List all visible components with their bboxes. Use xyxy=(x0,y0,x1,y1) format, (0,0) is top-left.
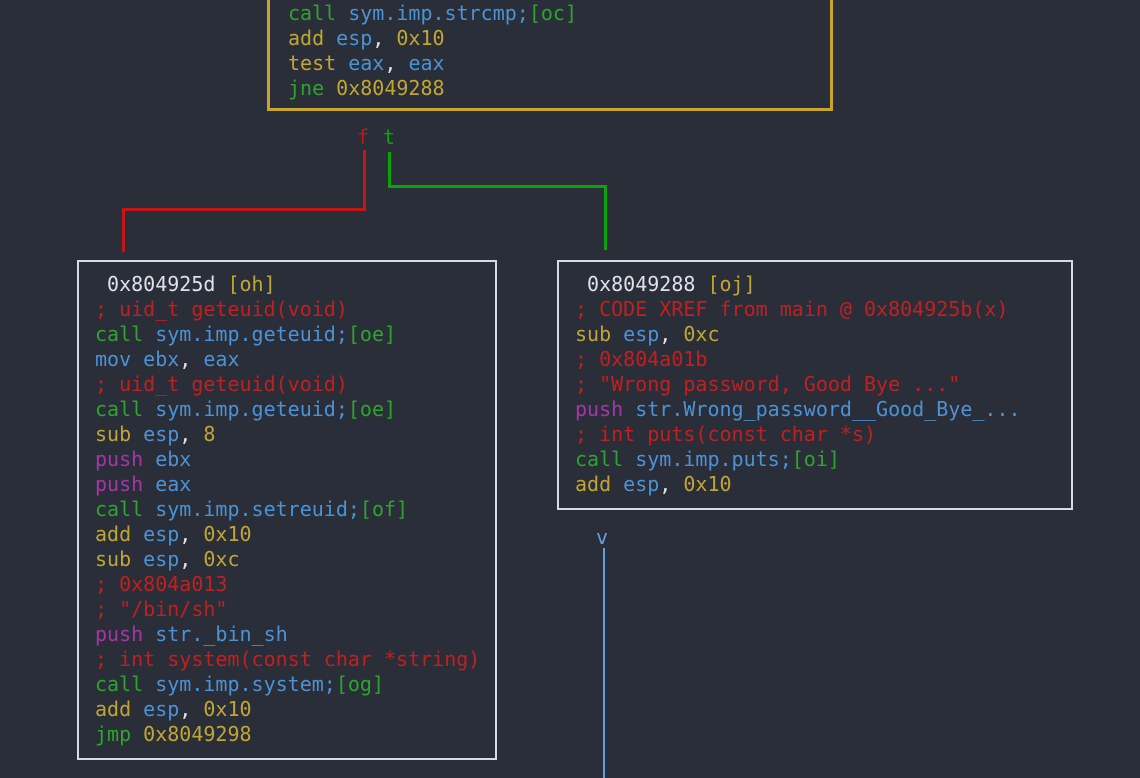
asm-line: ; uid_t geteuid(void) xyxy=(95,372,348,396)
block-header: 0x8049288 [oj] xyxy=(575,272,756,296)
asm-line: call sym.imp.geteuid;[oe] xyxy=(95,322,397,346)
asm-line: test eax, eax xyxy=(288,51,445,75)
asm-line: push str._bin_sh xyxy=(95,622,288,646)
false-edge-segment xyxy=(122,211,125,252)
asm-line: ; int puts(const char *s) xyxy=(575,422,877,446)
basic-block-0x804925d[interactable]: 0x804925d [oh]; uid_t geteuid(void)call … xyxy=(77,260,497,760)
fallthrough-arrow-label: v xyxy=(596,525,609,549)
asm-line: call sym.imp.geteuid;[oe] xyxy=(95,397,397,421)
asm-line: mov ebx, eax xyxy=(95,347,240,371)
asm-line: sub esp, 0xc xyxy=(95,547,240,571)
asm-line: jmp 0x8049298 xyxy=(95,722,252,746)
asm-line: add esp, 0x10 xyxy=(575,472,732,496)
block-header: 0x804925d [oh] xyxy=(95,272,276,296)
asm-line: call sym.imp.system;[og] xyxy=(95,672,385,696)
false-edge-segment xyxy=(363,150,366,211)
asm-line: call sym.imp.setreuid;[of] xyxy=(95,497,409,521)
asm-line: push str.Wrong_password__Good_Bye_... xyxy=(575,397,1021,421)
asm-line: sub esp, 0xc xyxy=(575,322,720,346)
asm-line: add esp, 0x10 xyxy=(95,697,252,721)
true-branch-label: t xyxy=(383,125,396,149)
fallthrough-edge-segment xyxy=(603,548,605,778)
asm-line: ; 0x804a013 xyxy=(95,572,228,596)
asm-line: ; uid_t geteuid(void) xyxy=(95,297,348,321)
asm-line: ; 0x804a01b xyxy=(575,347,708,371)
asm-line: jne 0x8049288 xyxy=(288,76,445,100)
false-edge-segment xyxy=(122,208,366,211)
asm-line: add esp, 0x10 xyxy=(288,26,445,50)
asm-line: ; "/bin/sh" xyxy=(95,597,228,621)
false-branch-label: f xyxy=(357,125,370,149)
asm-line: push eax xyxy=(95,472,192,496)
true-edge-segment xyxy=(388,152,391,188)
asm-line: call sym.imp.strcmp;[oc] xyxy=(288,1,578,25)
asm-line: ; int system(const char *string) xyxy=(95,647,481,671)
asm-line: ; "Wrong password, Good Bye ..." xyxy=(575,372,961,396)
asm-line: call sym.imp.puts;[oi] xyxy=(575,447,840,471)
true-edge-segment xyxy=(388,185,607,188)
asm-line: push ebx xyxy=(95,447,192,471)
true-edge-segment xyxy=(604,188,607,250)
asm-line: sub esp, 8 xyxy=(95,422,216,446)
asm-line: add esp, 0x10 xyxy=(95,522,252,546)
asm-line: ; CODE XREF from main @ 0x804925b(x) xyxy=(575,297,1009,321)
basic-block-0x8049288[interactable]: 0x8049288 [oj]; CODE XREF from main @ 0x… xyxy=(557,260,1073,510)
